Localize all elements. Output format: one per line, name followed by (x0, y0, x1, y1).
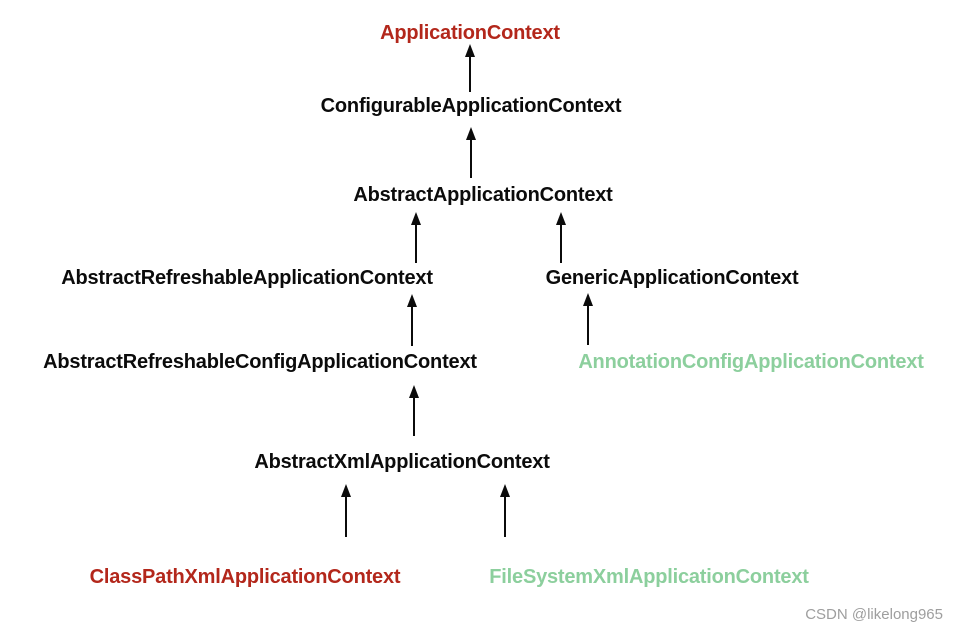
arrow-head-icon (411, 212, 421, 225)
arrow-line (503, 497, 507, 537)
arrow-line (468, 57, 472, 92)
arrow-line (559, 225, 563, 263)
class-node-application-context: ApplicationContext (380, 22, 560, 44)
class-node-abstract-xml-application-context: AbstractXmlApplicationContext (254, 451, 550, 473)
class-node-abstract-application-context: AbstractApplicationContext (353, 184, 613, 206)
inheritance-arrow-annotation-config-application-context--to--generic-application-context (583, 293, 593, 345)
arrow-line (414, 225, 418, 263)
inheritance-arrow-abstract-refreshable-application-context--to--abstract-application-context (411, 212, 421, 263)
class-node-annotation-config-application-context: AnnotationConfigApplicationContext (578, 351, 924, 373)
arrow-line (344, 497, 348, 537)
watermark: CSDN @likelong965 (805, 606, 943, 623)
class-node-generic-application-context: GenericApplicationContext (545, 267, 799, 289)
class-node-filesystem-xml-application-context: FileSystemXmlApplicationContext (489, 566, 809, 588)
inheritance-arrow-filesystem-xml-application-context--to--abstract-xml-application-context (500, 484, 510, 537)
arrow-head-icon (409, 385, 419, 398)
class-node-classpath-xml-application-context: ClassPathXmlApplicationContext (89, 566, 401, 588)
inheritance-arrow-configurable-application-context--to--application-context (465, 44, 475, 92)
arrow-head-icon (500, 484, 510, 497)
arrow-head-icon (556, 212, 566, 225)
inheritance-arrow-abstract-refreshable-config-application-context--to--abstract-refreshable-application-context (407, 294, 417, 346)
arrow-head-icon (465, 44, 475, 57)
arrow-head-icon (583, 293, 593, 306)
class-node-abstract-refreshable-application-context: AbstractRefreshableApplicationContext (61, 267, 433, 289)
arrow-head-icon (466, 127, 476, 140)
inheritance-arrow-abstract-application-context--to--configurable-application-context (466, 127, 476, 178)
arrow-head-icon (341, 484, 351, 497)
arrow-line (469, 140, 473, 178)
inheritance-arrow-classpath-xml-application-context--to--abstract-xml-application-context (341, 484, 351, 537)
class-node-abstract-refreshable-config-application-context: AbstractRefreshableConfigApplicationCont… (43, 351, 477, 373)
class-node-configurable-application-context: ConfigurableApplicationContext (320, 95, 622, 117)
arrow-line (410, 307, 414, 346)
arrow-line (412, 398, 416, 436)
arrow-line (586, 306, 590, 345)
arrow-head-icon (407, 294, 417, 307)
inheritance-arrow-abstract-xml-application-context--to--abstract-refreshable-config-application-context (409, 385, 419, 436)
inheritance-arrow-generic-application-context--to--abstract-application-context (556, 212, 566, 263)
